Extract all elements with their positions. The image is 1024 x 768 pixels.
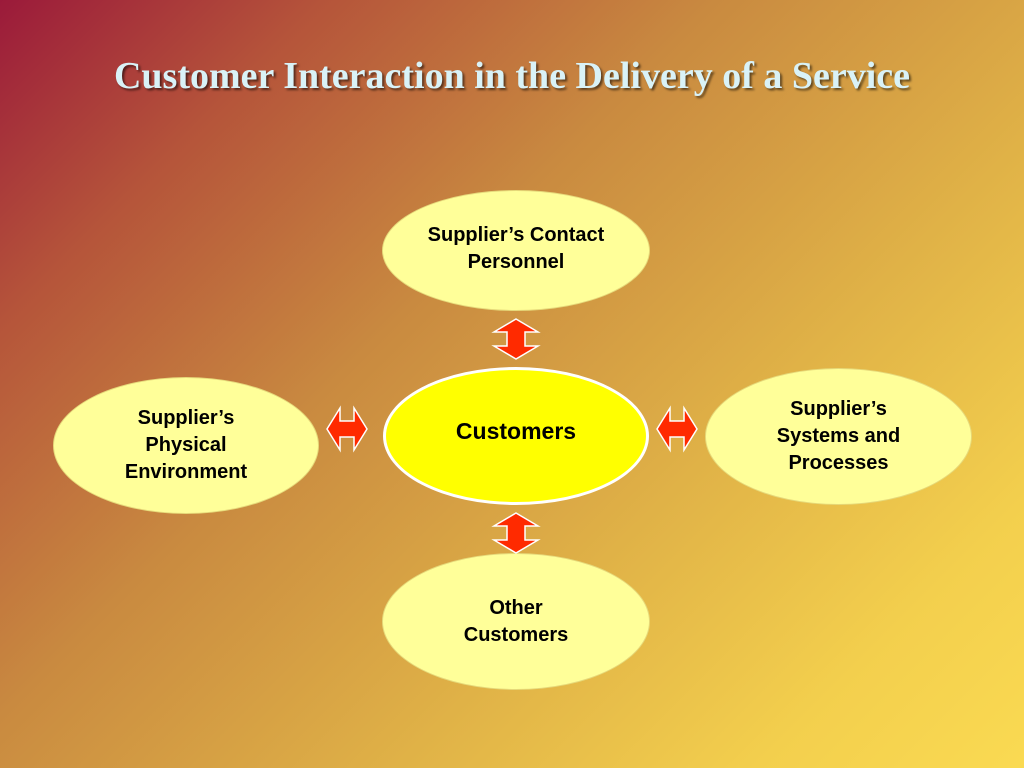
- supplier-physical-environment-node: Supplier’s Physical Environment: [53, 377, 319, 514]
- customers-node: Customers: [383, 367, 649, 505]
- customers-label: Customers: [455, 418, 577, 444]
- arrow-center-bottom: [491, 512, 541, 554]
- supplier-contact-personnel-label: Supplier’s Contact Personnel: [427, 223, 605, 273]
- supplier-contact-personnel-node: Supplier’s Contact Personnel: [382, 190, 650, 311]
- slide-title: Customer Interaction in the Delivery of …: [113, 55, 911, 97]
- arrow-center-right: [656, 405, 698, 453]
- supplier-physical-environment-label: Supplier’s Physical Environment: [124, 407, 248, 483]
- supplier-systems-processes-label: Supplier’s Systems and Processes: [776, 398, 901, 474]
- arrow-left-center: [326, 405, 368, 453]
- arrow-top-center: [491, 318, 541, 360]
- other-customers-label: Other Customers: [463, 596, 569, 646]
- supplier-systems-processes-node: Supplier’s Systems and Processes: [705, 368, 972, 505]
- other-customers-node: Other Customers: [382, 553, 650, 690]
